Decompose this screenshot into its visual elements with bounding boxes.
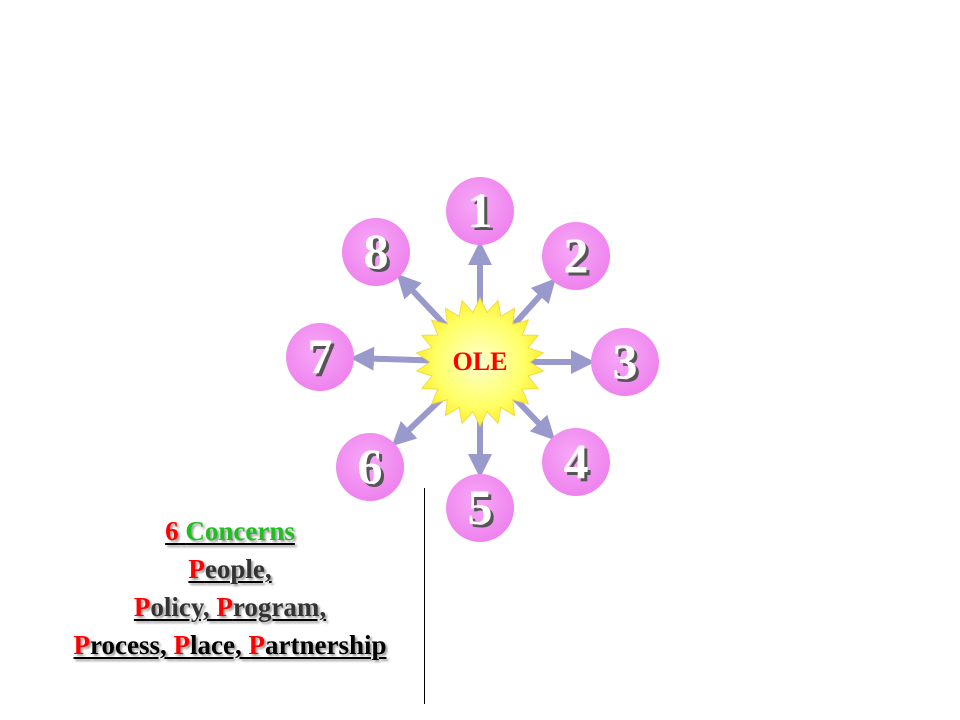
node-number-shadow: 4 [567, 436, 592, 492]
node-number-shadow: 5 [471, 482, 496, 538]
initial-p: P [188, 554, 205, 584]
concerns-text: 6 Concerns People, Policy, Program, Proc… [30, 512, 430, 664]
concern-policy-program: Policy, Program, [30, 588, 430, 626]
concern-people: People, [30, 550, 430, 588]
node-3: 33 [591, 328, 659, 396]
node-number: 7 [308, 328, 333, 384]
node-6: 66 [336, 433, 404, 501]
node-circle [286, 323, 354, 391]
concern-word: lace, [190, 630, 249, 660]
node-number-shadow: 2 [567, 230, 592, 286]
concerns-number: 6 [165, 516, 179, 546]
node-circle [542, 222, 610, 290]
node-circle [542, 428, 610, 496]
initial-p: P [173, 630, 191, 660]
concern-process-place-partnership: Process, Place, Partnership [30, 626, 430, 664]
node-number-shadow: 7 [311, 331, 336, 387]
node-2: 22 [542, 222, 610, 290]
concern-word: artnership [264, 630, 387, 660]
node-circle [336, 433, 404, 501]
node-circle [342, 218, 410, 286]
node-number-shadow: 6 [361, 441, 386, 497]
ole-label: OLE [453, 347, 508, 376]
node-circle [446, 177, 514, 245]
node-1: 11 [446, 177, 514, 245]
concern-word: rogram, [232, 592, 327, 622]
vertical-divider [424, 488, 425, 704]
node-4: 44 [542, 428, 610, 496]
nodes-group: 11 22 33 44 55 66 77 88 [286, 177, 659, 542]
concerns-word: Concerns [185, 516, 295, 546]
initial-p: P [216, 592, 233, 622]
node-circle [591, 328, 659, 396]
concerns-heading: 6 Concerns [30, 512, 430, 550]
node-5: 55 [446, 474, 514, 542]
node-number: 8 [364, 223, 389, 279]
concern-word: olicy, [150, 592, 217, 622]
node-number: 1 [468, 182, 493, 238]
node-number: 2 [564, 227, 589, 283]
initial-p: P [133, 592, 151, 622]
node-number-shadow: 8 [367, 226, 392, 282]
concern-word: rocess, [90, 630, 174, 660]
node-number: 4 [564, 433, 589, 489]
concern-word: eople, [204, 554, 272, 584]
node-7: 77 [286, 323, 354, 391]
node-number: 3 [613, 333, 638, 389]
node-number: 6 [358, 438, 383, 494]
node-8: 88 [342, 218, 410, 286]
node-number: 5 [468, 479, 493, 535]
node-number-shadow: 3 [616, 336, 641, 392]
node-number-shadow: 1 [471, 185, 496, 241]
ole-burst [415, 296, 545, 428]
initial-p: P [248, 630, 265, 660]
initial-p: P [73, 630, 91, 660]
node-circle [446, 474, 514, 542]
